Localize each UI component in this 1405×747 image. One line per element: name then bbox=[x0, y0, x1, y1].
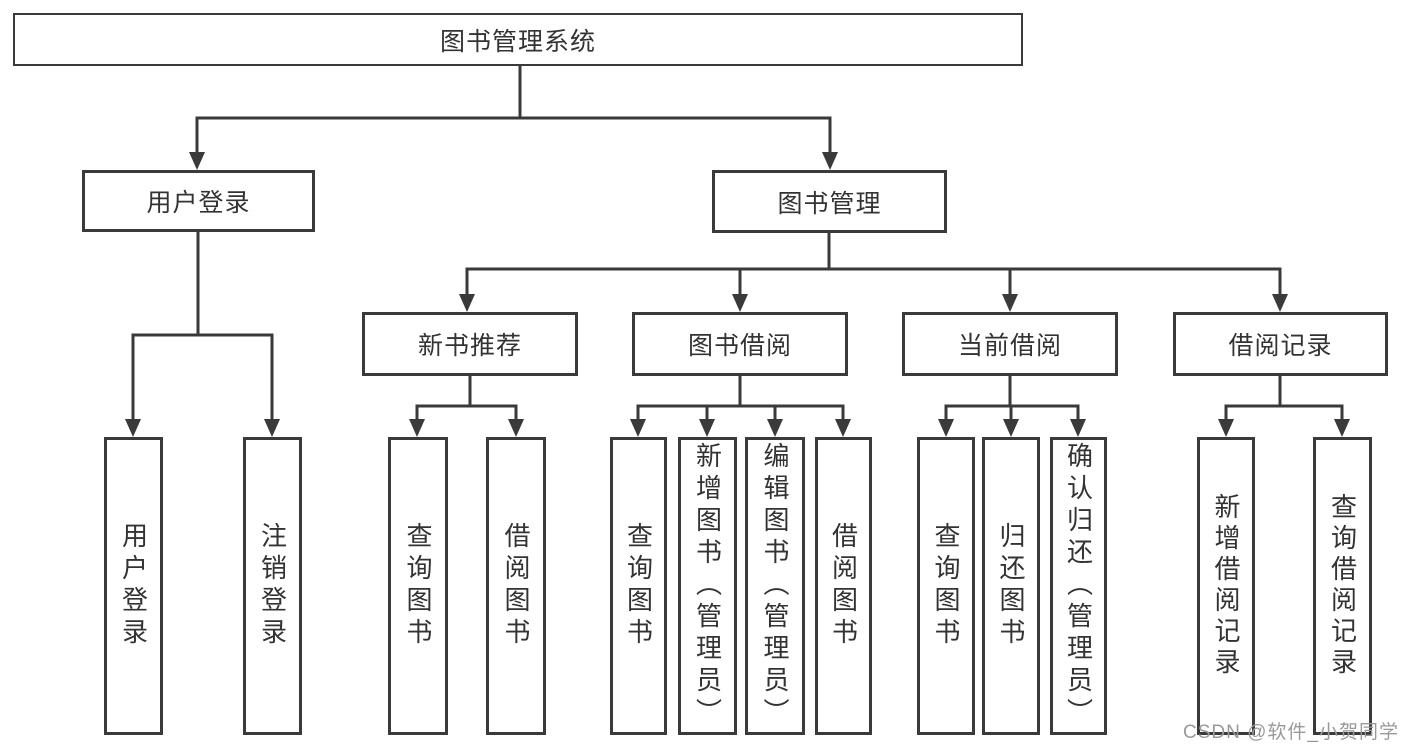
leaf-label: 编辑图书（管理员） bbox=[760, 442, 790, 730]
leaf-query-books-current: 查询图书 bbox=[917, 437, 975, 735]
leaf-label: 归还图书 bbox=[996, 522, 1026, 650]
leaf-label: 查询图书 bbox=[623, 522, 654, 650]
node-label: 图书管理 bbox=[777, 189, 882, 218]
leaf-user-login: 用户登录 bbox=[104, 437, 163, 735]
leaf-edit-book-admin: 编辑图书（管理员） bbox=[745, 437, 805, 735]
leaf-return-book: 归还图书 bbox=[982, 437, 1040, 735]
leaf-label: 确认归还（管理员） bbox=[1063, 442, 1094, 730]
arrowheads bbox=[125, 152, 1350, 437]
node-user-login: 用户登录 bbox=[82, 170, 315, 232]
watermark: CSDN @软件_小贺同学 bbox=[1183, 722, 1399, 743]
leaf-label: 查询图书 bbox=[931, 522, 961, 650]
node-label: 图书管理系统 bbox=[439, 27, 596, 56]
node-label: 新书推荐 bbox=[417, 332, 522, 360]
leaf-query-books-borrowing: 查询图书 bbox=[610, 437, 667, 735]
leaf-label: 借阅图书 bbox=[828, 522, 859, 650]
leaf-label: 用户登录 bbox=[118, 522, 149, 650]
leaf-label: 查询图书 bbox=[403, 522, 433, 650]
node-book-borrowing: 图书借阅 bbox=[632, 312, 848, 376]
node-borrowing-records: 借阅记录 bbox=[1173, 312, 1388, 376]
node-label: 借阅记录 bbox=[1228, 332, 1333, 360]
leaf-query-borrow-record: 查询借阅记录 bbox=[1313, 437, 1372, 735]
node-label: 用户登录 bbox=[146, 189, 251, 217]
node-library-management-system: 图书管理系统 bbox=[13, 13, 1023, 66]
leaf-label: 借阅图书 bbox=[501, 522, 531, 650]
node-current-borrowing: 当前借阅 bbox=[902, 312, 1118, 376]
leaf-confirm-return-admin: 确认归还（管理员） bbox=[1050, 437, 1107, 735]
node-label: 图书借阅 bbox=[687, 332, 792, 360]
leaf-label: 新增图书（管理员） bbox=[692, 442, 723, 730]
leaf-label: 新增借阅记录 bbox=[1211, 493, 1241, 679]
leaf-query-books-recommend: 查询图书 bbox=[388, 437, 448, 735]
leaf-borrow-books-recommend: 借阅图书 bbox=[486, 437, 546, 735]
leaf-add-book-admin: 新增图书（管理员） bbox=[678, 437, 737, 735]
tree-edges bbox=[131, 64, 1344, 423]
leaf-logout: 注销登录 bbox=[243, 437, 302, 735]
leaf-label: 查询借阅记录 bbox=[1327, 493, 1358, 679]
leaf-borrow-books: 借阅图书 bbox=[815, 437, 872, 735]
node-new-book-recommend: 新书推荐 bbox=[362, 312, 578, 376]
node-book-management: 图书管理 bbox=[712, 170, 947, 233]
leaf-label: 注销登录 bbox=[257, 522, 288, 650]
node-label: 当前借阅 bbox=[957, 332, 1062, 360]
leaf-add-borrow-record: 新增借阅记录 bbox=[1197, 437, 1255, 735]
